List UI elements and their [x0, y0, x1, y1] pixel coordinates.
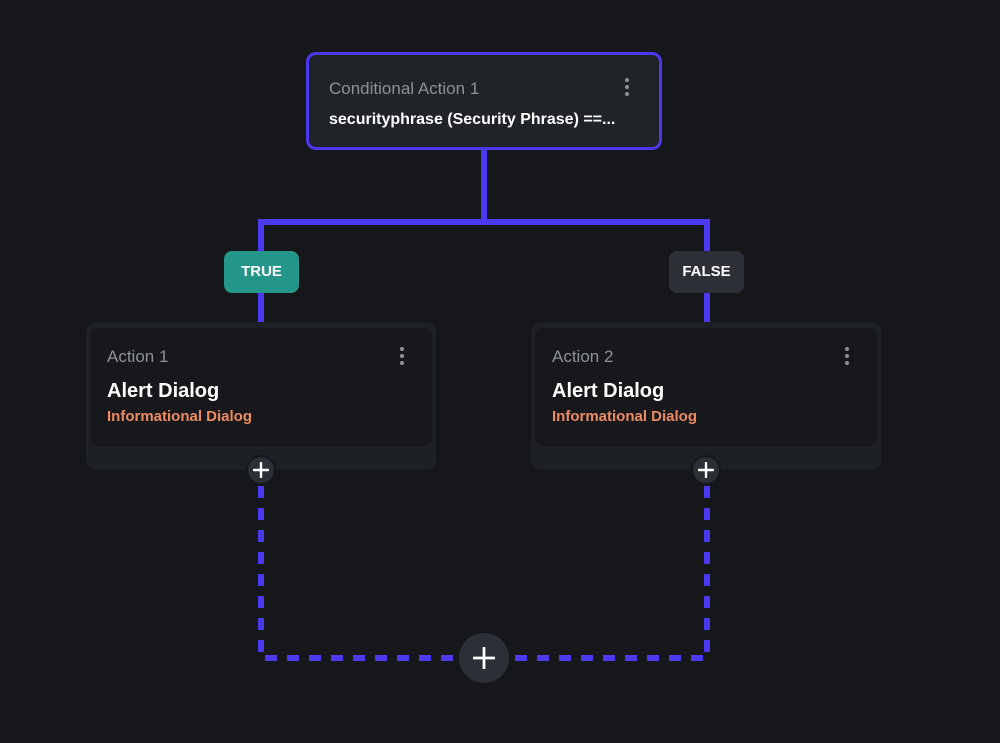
conditional-action-card[interactable]: Conditional Action 1 securityphrase (Sec… — [306, 52, 662, 150]
plus-icon — [473, 647, 495, 669]
condition-expression: securityphrase (Security Phrase) ==... — [329, 111, 616, 128]
plus-icon — [253, 462, 269, 478]
action-label: Action 2 — [552, 347, 614, 366]
merge-left-path — [258, 486, 462, 661]
action-name: Alert Dialog — [107, 380, 220, 402]
conditional-action-title: Conditional Action 1 — [329, 79, 480, 98]
action-name: Alert Dialog — [552, 380, 665, 402]
action-subtitle: Informational Dialog — [552, 408, 698, 425]
action-card-1-body[interactable]: Action 1 Alert Dialog Informational Dial… — [90, 328, 432, 446]
more-vertical-icon[interactable] — [842, 347, 852, 367]
action-subtitle: Informational Dialog — [107, 408, 253, 425]
merge-right-path — [506, 486, 710, 661]
add-action-after-merge-button[interactable] — [456, 630, 512, 686]
plus-icon — [698, 462, 714, 478]
add-action-after-action-2-button[interactable] — [691, 455, 721, 485]
more-vertical-icon[interactable] — [622, 78, 632, 98]
action-card-2[interactable]: Action 2 Alert Dialog Informational Dial… — [531, 322, 881, 470]
add-action-after-action-1-button[interactable] — [246, 455, 276, 485]
solid-connectors — [258, 150, 710, 324]
more-vertical-icon[interactable] — [397, 347, 407, 367]
action-card-1[interactable]: Action 1 Alert Dialog Informational Dial… — [86, 322, 436, 470]
true-branch-badge[interactable]: TRUE — [224, 251, 299, 293]
action-card-2-body[interactable]: Action 2 Alert Dialog Informational Dial… — [535, 328, 877, 446]
false-branch-badge[interactable]: FALSE — [669, 251, 744, 293]
action-label: Action 1 — [107, 347, 169, 366]
